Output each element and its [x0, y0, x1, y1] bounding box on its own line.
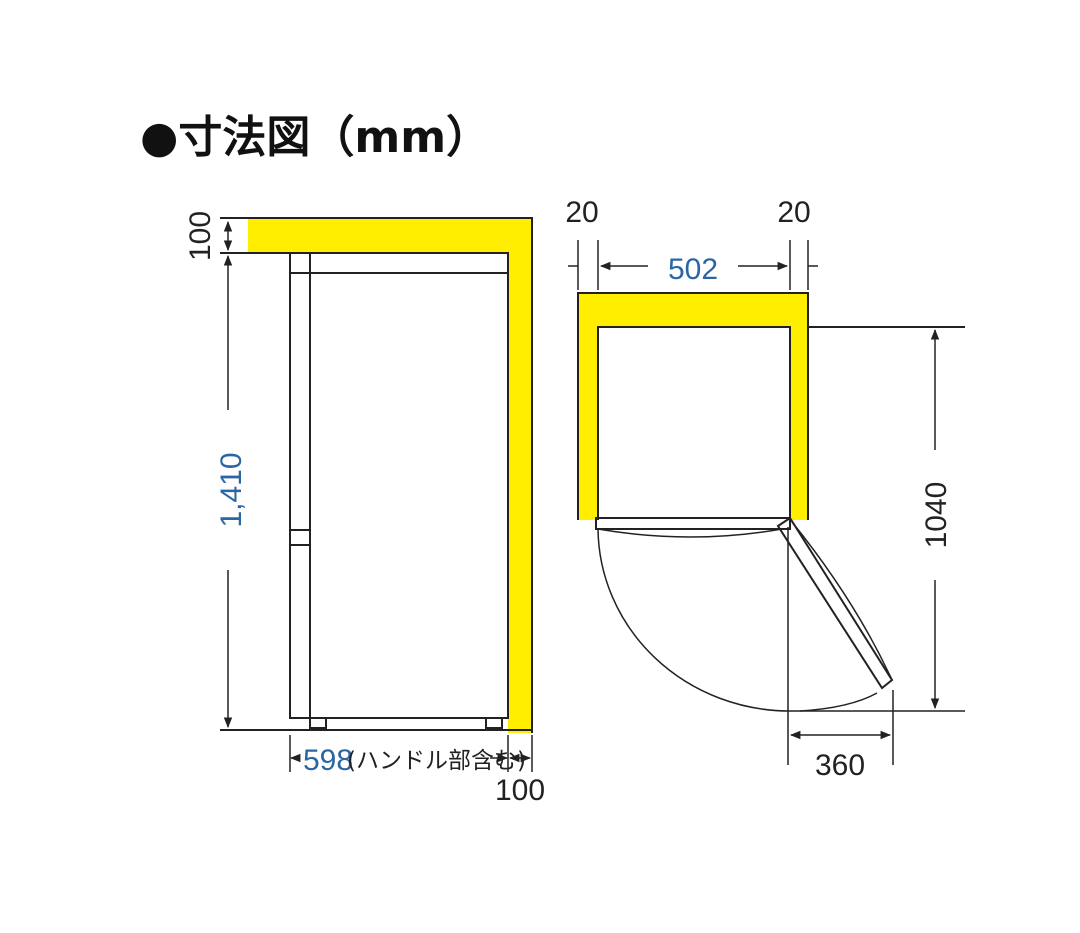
depth-label: 1040 — [920, 482, 953, 549]
right-clearance-label: 20 — [777, 196, 810, 229]
side-clearance-label: 100 — [495, 774, 545, 807]
side-view: 100 1,410 598 (ハンドル部含む) 100 — [184, 211, 545, 807]
width-label: 598 — [303, 744, 353, 777]
foot — [485, 717, 503, 729]
clearance-zone — [578, 293, 808, 520]
door-swing-label: 360 — [815, 749, 865, 782]
width-label: 502 — [668, 253, 718, 286]
foot — [309, 717, 327, 729]
open-door — [776, 516, 894, 690]
top-view: 20 20 502 1040 360 — [565, 196, 965, 782]
width-note: (ハンドル部含む) — [347, 748, 526, 774]
closed-door — [595, 517, 791, 530]
height-label: 1,410 — [215, 452, 248, 527]
fridge-body — [289, 252, 509, 719]
page-title: ●寸法図（mm） — [140, 112, 490, 163]
left-clearance-label: 20 — [565, 196, 598, 229]
door-swing-arc — [597, 528, 791, 712]
top-clearance-label: 100 — [184, 211, 217, 261]
